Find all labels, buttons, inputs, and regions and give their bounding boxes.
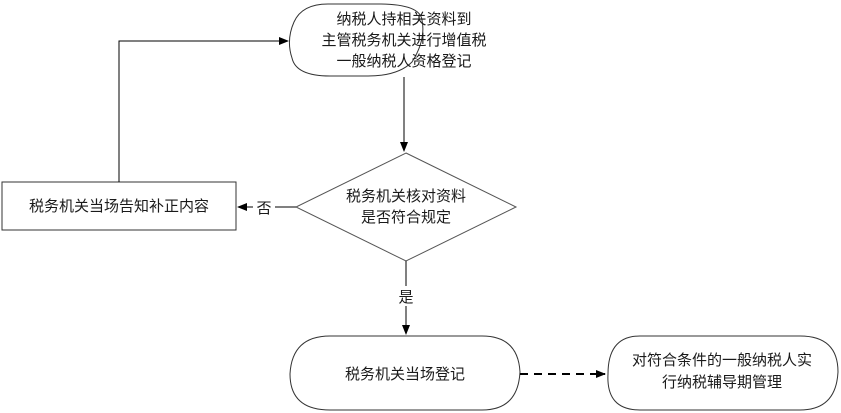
register-node-text: 税务机关当场登记 xyxy=(345,365,465,383)
edge-label-no: 否 xyxy=(256,199,271,217)
guidance-node-line-1: 对符合条件的一般纳税人实 xyxy=(632,351,812,369)
register-node: 税务机关当场登记 xyxy=(289,335,521,411)
decision-node-line-2: 是否符合规定 xyxy=(361,208,451,226)
start-node: 纳税人持相关资料到 主管税务机关进行增值税 一般纳税人资格登记 xyxy=(288,3,487,77)
correction-node: 税务机关当场告知补正内容 xyxy=(1,181,237,231)
guidance-node: 对符合条件的一般纳税人实 行纳税辅导期管理 xyxy=(607,335,839,411)
decision-node: 税务机关核对资料 是否符合规定 xyxy=(294,152,518,262)
edge-correction-to-start xyxy=(118,37,289,182)
no-label-bg xyxy=(253,198,275,216)
edge-label-yes: 是 xyxy=(398,288,413,306)
yes-label-bg xyxy=(395,286,417,306)
decision-node-line-1: 税务机关核对资料 xyxy=(346,187,466,205)
start-node-line-2: 主管税务机关进行增值税 xyxy=(321,31,486,49)
start-node-line-1: 纳税人持相关资料到 xyxy=(336,10,471,28)
start-node-line-3: 一般纳税人资格登记 xyxy=(336,52,471,70)
correction-node-text: 税务机关当场告知补正内容 xyxy=(29,197,209,215)
guidance-node-line-2: 行纳税辅导期管理 xyxy=(662,373,782,391)
